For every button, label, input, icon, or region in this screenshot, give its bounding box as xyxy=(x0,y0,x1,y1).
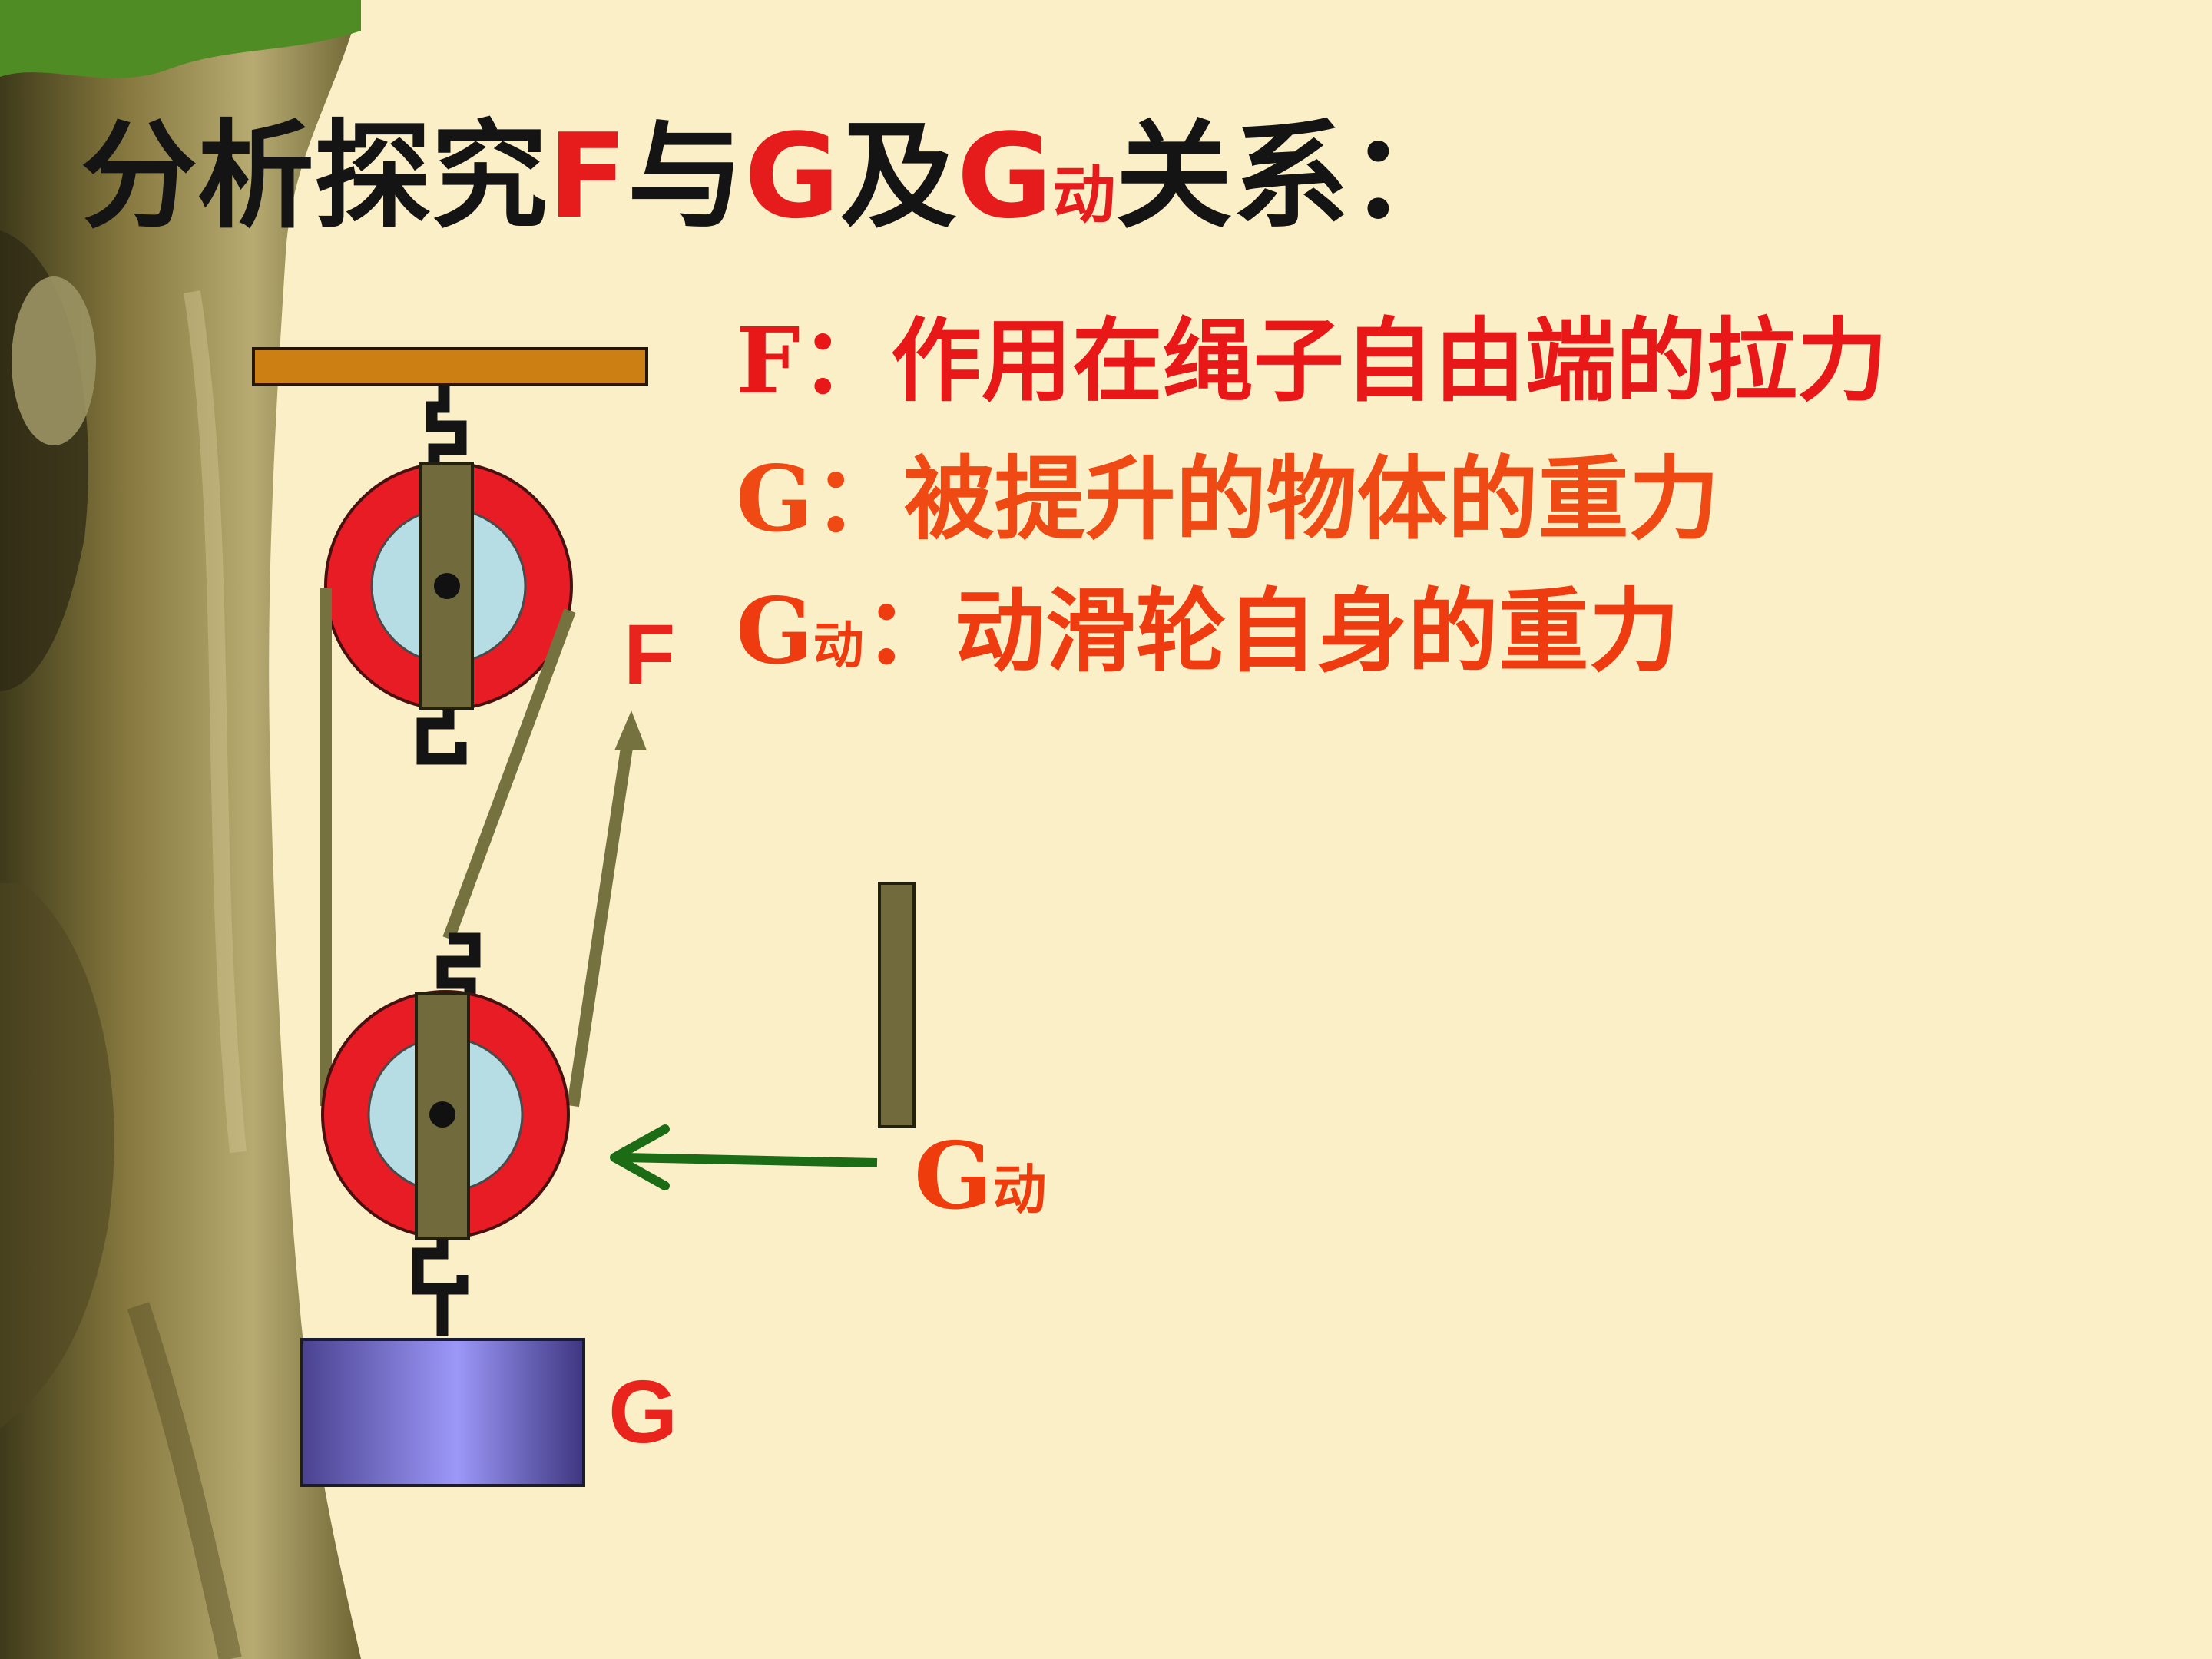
title-symbol-gd: G动 xyxy=(957,108,1116,244)
title-part4: 关系： xyxy=(1115,108,1466,244)
title-part2: 与 xyxy=(627,108,744,244)
movable-pulley-upper-hook xyxy=(436,932,481,995)
definition-g-symbol: G xyxy=(736,445,813,552)
pulley-weight-label: G动 xyxy=(914,1123,1046,1243)
definition-f: F：作用在绳子自由端的拉力 xyxy=(736,307,1888,415)
definition-f-text: ：作用在绳子自由端的拉力 xyxy=(800,307,1888,414)
rope-middle xyxy=(442,608,576,941)
definition-gd-symbol-sub: 动 xyxy=(813,615,864,675)
definition-gd: G动：动滑轮自身的重力 xyxy=(736,578,1680,699)
force-arrow xyxy=(614,710,647,750)
title-gd-sub: 动 xyxy=(1052,159,1116,232)
title-symbol-g: G xyxy=(743,108,840,244)
definition-g: G：被提升的物体的重力 xyxy=(736,445,1720,553)
fixed-pulley-lower-hook xyxy=(416,709,467,765)
weight-label: G xyxy=(608,1362,678,1462)
slide-title: 分析探究F与G及G动关系： xyxy=(81,108,1465,265)
pulley-weight-label-main: G xyxy=(914,1122,993,1230)
title-symbol-f: F xyxy=(548,108,628,244)
pulley-weight-arrow xyxy=(610,1124,878,1190)
tree-trunk-illustration xyxy=(0,0,361,1659)
definition-gd-text: ：动滑轮自身的重力 xyxy=(863,578,1680,684)
pulley-weight-label-sub: 动 xyxy=(992,1157,1047,1221)
pulley-frame-bar xyxy=(878,882,916,1128)
definition-f-symbol: F xyxy=(736,307,800,414)
ceiling-beam xyxy=(252,347,648,386)
movable-pulley-lower-hook xyxy=(412,1239,469,1336)
fixed-pulley xyxy=(324,462,573,710)
force-label: F xyxy=(624,608,676,702)
definition-gd-symbol: G xyxy=(736,578,813,684)
definition-g-text: ：被提升的物体的重力 xyxy=(813,445,1720,552)
top-hook xyxy=(426,386,467,465)
title-part3: 及 xyxy=(839,108,957,244)
rope-right xyxy=(567,736,634,1108)
title-part1: 分析探究 xyxy=(81,108,548,244)
title-gd-main: G xyxy=(956,108,1053,244)
weight-block xyxy=(300,1338,585,1487)
movable-pulley xyxy=(321,990,570,1240)
